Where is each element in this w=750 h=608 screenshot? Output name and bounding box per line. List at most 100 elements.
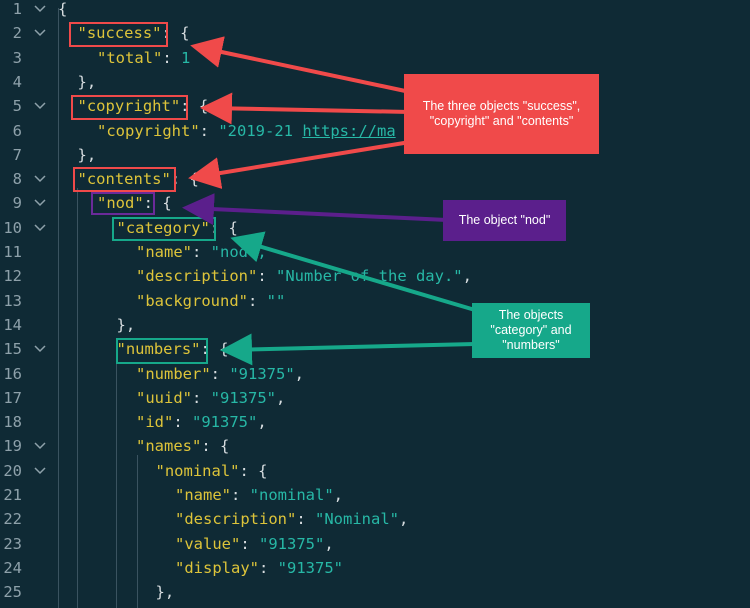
line-number: 2: [12, 24, 22, 43]
code-line[interactable]: 20"nominal": {: [0, 459, 750, 483]
highlight-nod: [91, 192, 155, 215]
json-punctuation: ,: [333, 486, 344, 504]
indent-guide: [137, 455, 138, 608]
code-line[interactable]: 6"copyright": "2019-21 https://ma: [0, 119, 750, 143]
json-punctuation: },: [77, 145, 97, 164]
chevron-down-icon[interactable]: [34, 434, 46, 466]
code-line[interactable]: 3"total": 1: [0, 46, 750, 70]
code-line[interactable]: 22 "description": "Nominal",: [0, 507, 750, 531]
code-line[interactable]: 1{: [0, 0, 750, 21]
line-number: 11: [3, 243, 22, 261]
indent-guide: [77, 188, 78, 608]
line-number: 22: [3, 510, 22, 529]
json-value: https://ma: [302, 121, 396, 140]
code-line[interactable]: 25},: [0, 580, 750, 604]
highlight-contents: [73, 167, 176, 192]
highlight-success: [69, 22, 168, 47]
json-value: "91375": [229, 364, 295, 383]
line-number: 12: [3, 267, 22, 286]
json-punctuation: {: [58, 0, 68, 18]
code-line[interactable]: 18 "id": "91375",: [0, 410, 750, 434]
json-value: "2019-21: [218, 121, 303, 140]
code-text: "id": "91375",: [136, 410, 267, 434]
line-number: 17: [3, 388, 22, 407]
json-key: "nod": [97, 194, 144, 213]
json-punctuation: :: [192, 388, 211, 407]
code-line[interactable]: 13"background": "": [0, 289, 750, 313]
line-number: 24: [3, 558, 22, 577]
json-punctuation: ,: [276, 388, 286, 407]
code-text: "description": "Number of the day.",: [136, 264, 472, 288]
json-key: "contents": [77, 170, 171, 189]
json-punctuation: },: [116, 315, 136, 334]
indent-guide: [58, 8, 59, 608]
callout-nod: The object "nod": [443, 200, 566, 241]
chevron-down-icon[interactable]: [34, 337, 46, 369]
code-text: "copyright": "2019-21 https://ma: [97, 119, 396, 143]
json-punctuation: :: [231, 486, 250, 504]
code-line[interactable]: 12 "description": "Number of the day.",: [0, 264, 750, 288]
code-text: "value": "91375",: [175, 532, 334, 556]
json-key: "value": [175, 534, 241, 553]
code-text: "nod": {: [97, 191, 172, 215]
chevron-down-icon[interactable]: [34, 167, 46, 199]
json-key: "number": [136, 364, 211, 383]
json-key: "display": [175, 558, 259, 577]
line-number: 7: [12, 145, 22, 164]
code-line[interactable]: 11"name": "nod",: [0, 240, 750, 264]
json-key: "description": [175, 510, 297, 529]
code-text: },: [156, 580, 175, 604]
code-line[interactable]: 15"numbers": {: [0, 337, 750, 361]
json-punctuation: ,: [257, 413, 267, 432]
json-punctuation: :: [199, 121, 219, 140]
code-line[interactable]: 7},: [0, 143, 750, 167]
json-key: "copyright": [97, 121, 200, 140]
line-number: 9: [12, 194, 22, 213]
json-punctuation: ,: [462, 267, 472, 286]
json-key: "numbers": [116, 340, 201, 359]
chevron-down-icon[interactable]: [34, 0, 46, 29]
code-line[interactable]: 9 "nod": {: [0, 191, 750, 215]
code-line[interactable]: 19"names": {: [0, 434, 750, 458]
highlight-category: [112, 217, 216, 241]
json-punctuation: :: [247, 291, 267, 310]
code-text: "total": 1: [97, 46, 190, 70]
chevron-down-icon[interactable]: [34, 21, 46, 53]
line-number: 23: [3, 534, 22, 553]
json-value: "": [266, 291, 286, 310]
json-key: "names": [136, 437, 202, 456]
code-line[interactable]: 23 "value": "91375",: [0, 532, 750, 556]
line-number: 15: [3, 340, 22, 359]
line-number: 13: [3, 291, 22, 310]
json-punctuation: },: [155, 583, 175, 602]
line-number: 25: [3, 583, 22, 602]
code-text: "name": "nominal",: [175, 483, 343, 507]
json-punctuation: ,: [294, 364, 304, 383]
chevron-down-icon[interactable]: [34, 94, 46, 126]
code-line[interactable]: 14},: [0, 313, 750, 337]
json-punctuation: ,: [324, 534, 334, 553]
code-text: "number": "91375",: [136, 362, 304, 386]
code-line[interactable]: 16 "number": "91375",: [0, 362, 750, 386]
chevron-down-icon[interactable]: [34, 459, 46, 491]
json-key: "total": [97, 48, 163, 67]
chevron-down-icon[interactable]: [34, 216, 46, 248]
line-number: 1: [12, 0, 22, 18]
json-value: "nominal": [249, 486, 334, 504]
code-line[interactable]: 24"display": "91375": [0, 556, 750, 580]
line-number: 18: [3, 413, 22, 432]
code-text: "description": "Nominal",: [175, 507, 408, 531]
line-number: 20: [3, 461, 22, 480]
json-punctuation: },: [77, 72, 97, 91]
code-line[interactable]: 21 "name": "nominal",: [0, 483, 750, 507]
line-number: 16: [3, 364, 22, 383]
code-line[interactable]: 17"uuid": "91375",: [0, 386, 750, 410]
chevron-down-icon[interactable]: [34, 191, 46, 223]
code-line[interactable]: 4},: [0, 70, 750, 94]
highlight-numbers: [116, 338, 208, 364]
json-key: "success": [77, 24, 162, 43]
json-punctuation: :: [162, 48, 181, 67]
line-number: 21: [3, 486, 22, 504]
line-number: 14: [3, 315, 22, 334]
